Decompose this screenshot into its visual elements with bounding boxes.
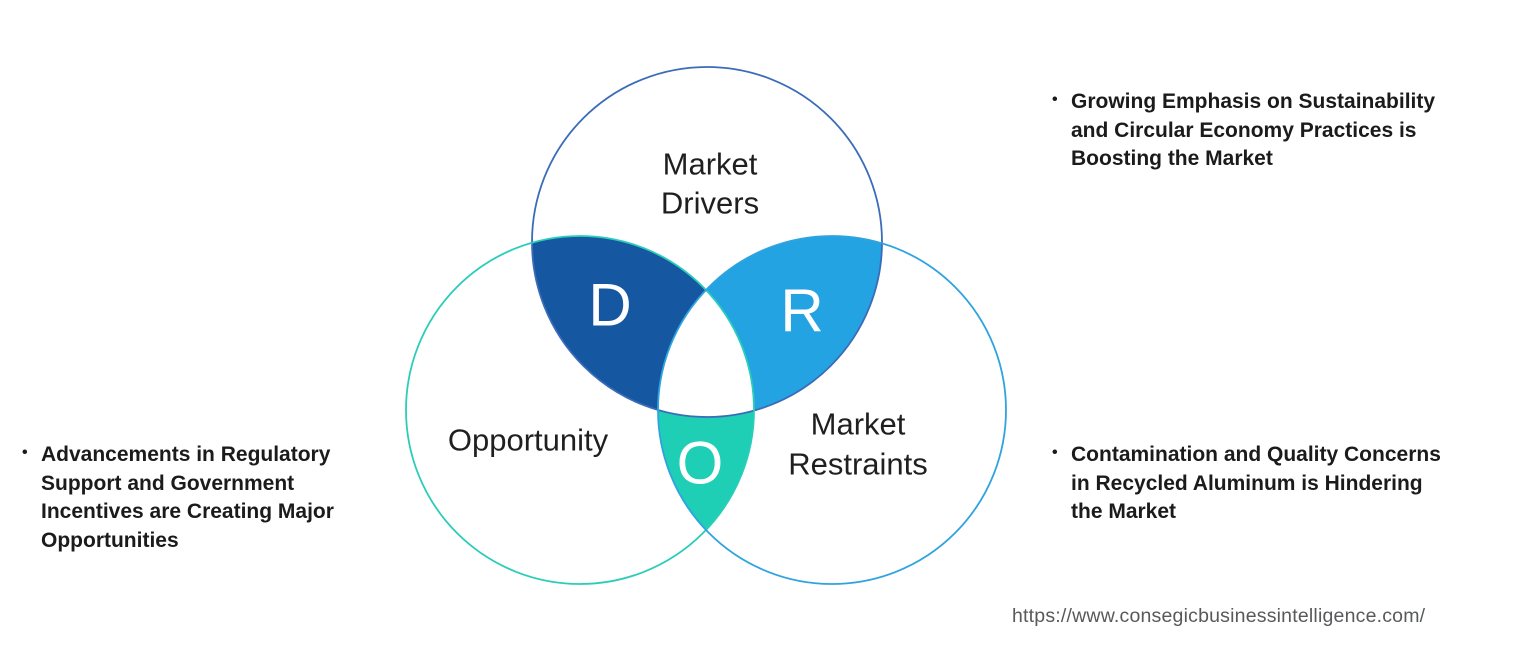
drivers-label-line2: Drivers <box>661 186 759 221</box>
letter-r: R <box>780 278 823 345</box>
bullet-icon: • <box>1052 444 1058 461</box>
bullet-drivers: • Growing Emphasis on Sustainability and… <box>1052 88 1456 174</box>
bullet-drivers-text: Growing Emphasis on Sustainability and C… <box>1071 90 1436 170</box>
bullet-restraints: • Contamination and Quality Concerns in … <box>1052 441 1456 527</box>
bullet-restraints-text: Contamination and Quality Concerns in Re… <box>1071 443 1441 523</box>
bullet-icon: • <box>22 444 28 461</box>
source-url: https://www.consegicbusinessintelligence… <box>1012 605 1426 627</box>
drivers-label-line1: Market <box>663 147 758 182</box>
opportunity-label: Opportunity <box>448 423 609 458</box>
restraints-label-line1: Market <box>811 407 906 442</box>
restraints-label-line2: Restraints <box>788 447 928 482</box>
bullet-opportunities: • Advancements in Regulatory Support and… <box>22 441 374 555</box>
bullet-icon: • <box>1052 91 1058 108</box>
letter-o: O <box>677 430 724 497</box>
bullet-opportunities-text: Advancements in Regulatory Support and G… <box>41 443 334 552</box>
letter-d: D <box>588 272 631 339</box>
restraints-circle <box>657 235 1007 585</box>
opportunity-circle <box>405 235 755 585</box>
